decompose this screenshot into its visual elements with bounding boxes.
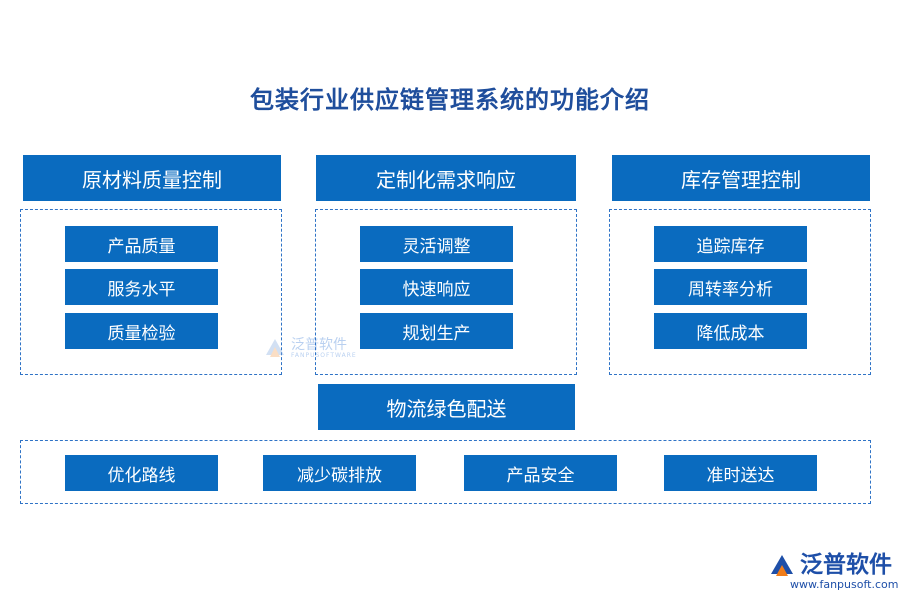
- item-track-inventory: 追踪库存: [654, 226, 807, 262]
- watermark-subtext: FANPUSOFTWARE: [291, 351, 357, 359]
- watermark-logo-icon: [266, 339, 284, 357]
- brand-url: www.fanpusoft.com: [790, 578, 899, 591]
- section-panel-raw-material: [20, 209, 282, 375]
- item-on-time-delivery: 准时送达: [664, 455, 817, 491]
- item-optimize-route: 优化路线: [65, 455, 218, 491]
- brand-logo-text: 泛普软件: [800, 552, 892, 578]
- item-service-level: 服务水平: [65, 269, 218, 305]
- item-production-planning: 规划生产: [360, 313, 513, 349]
- page-title: 包装行业供应链管理系统的功能介绍: [250, 86, 650, 114]
- section-header-raw-material: 原材料质量控制: [23, 155, 281, 201]
- item-reduce-cost: 降低成本: [654, 313, 807, 349]
- item-quality-inspection: 质量检验: [65, 313, 218, 349]
- brand-logo-icon: [771, 555, 793, 576]
- section-header-inventory: 库存管理控制: [612, 155, 870, 201]
- item-turnover-analysis: 周转率分析: [654, 269, 807, 305]
- section-panel-logistics: [20, 440, 871, 504]
- brand-logo: 泛普软件: [768, 552, 892, 578]
- item-reduce-carbon: 减少碳排放: [263, 455, 416, 491]
- section-panel-inventory: [609, 209, 871, 375]
- watermark: 泛普软件 FANPUSOFTWARE: [262, 335, 357, 361]
- item-fast-response: 快速响应: [360, 269, 513, 305]
- section-panel-custom-demand: [315, 209, 577, 375]
- section-header-logistics: 物流绿色配送: [318, 384, 575, 430]
- section-header-custom-demand: 定制化需求响应: [316, 155, 576, 201]
- watermark-text: 泛普软件: [291, 336, 347, 353]
- item-product-safety: 产品安全: [464, 455, 617, 491]
- item-flexible-adjust: 灵活调整: [360, 226, 513, 262]
- item-product-quality: 产品质量: [65, 226, 218, 262]
